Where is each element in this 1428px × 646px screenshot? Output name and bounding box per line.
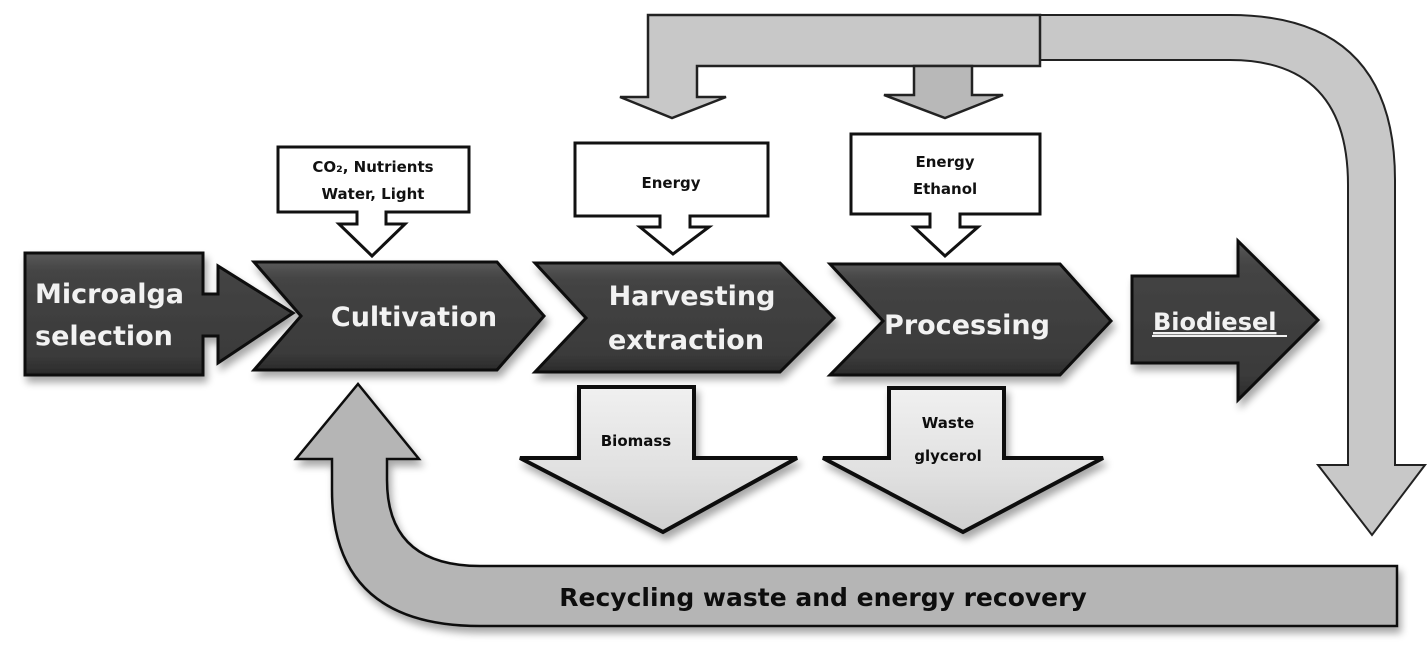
step-label: Microalga — [35, 279, 184, 310]
input-text: Energy — [641, 174, 700, 192]
step-label: extraction — [608, 325, 764, 356]
output-waste-glycerol: Waste glycerol — [822, 386, 1104, 535]
input-text: Energy — [915, 153, 974, 171]
step-shape — [826, 262, 1114, 377]
input-harvesting: Energy — [573, 141, 770, 256]
output-arrow-shape — [519, 385, 798, 535]
step-label-biodiesel: Biodiesel — [1153, 308, 1276, 336]
output-text: Biomass — [601, 432, 672, 450]
energy-feedback-arrow-shape — [619, 13, 1042, 120]
output-arrow-shape — [822, 386, 1104, 535]
output-biomass: Biomass — [519, 385, 798, 535]
step-label: Processing — [884, 310, 1050, 341]
step-cultivation: Cultivation — [250, 260, 546, 372]
step-harvesting-extraction: Harvesting extraction — [531, 261, 837, 374]
step-shape — [531, 261, 837, 374]
step-shape — [250, 260, 546, 372]
input-processing: Energy Ethanol — [849, 132, 1042, 259]
input-callout-shape — [276, 145, 471, 259]
input-callout-shape — [849, 132, 1042, 259]
step-shape — [23, 251, 296, 377]
recycle-label: Recycling waste and energy recovery — [559, 583, 1087, 612]
step-microalga-selection: Microalga selection — [23, 251, 296, 377]
step-label: Harvesting — [609, 281, 776, 312]
step-shape — [1130, 237, 1321, 404]
top-return-arrow — [619, 13, 1428, 537]
ethanol-feedback-arrow-shape — [883, 64, 1004, 120]
input-cultivation: CO₂, Nutrients Water, Light — [276, 145, 471, 259]
step-processing: Processing — [826, 262, 1114, 377]
right-return-arrow-shape — [1039, 14, 1428, 537]
output-text: Waste — [922, 414, 974, 432]
output-text: glycerol — [914, 447, 982, 465]
step-biodiesel: Biodiesel — [1130, 237, 1321, 404]
step-label: selection — [35, 321, 173, 352]
recycle-arrow: Recycling waste and energy recovery — [293, 382, 1399, 628]
step-label: Cultivation — [331, 302, 497, 333]
input-text: CO₂, Nutrients — [312, 158, 433, 176]
input-callout-shape — [573, 141, 770, 256]
input-text: Ethanol — [913, 180, 977, 198]
recycle-arrow-shape — [293, 382, 1399, 628]
input-text: Water, Light — [322, 185, 425, 203]
